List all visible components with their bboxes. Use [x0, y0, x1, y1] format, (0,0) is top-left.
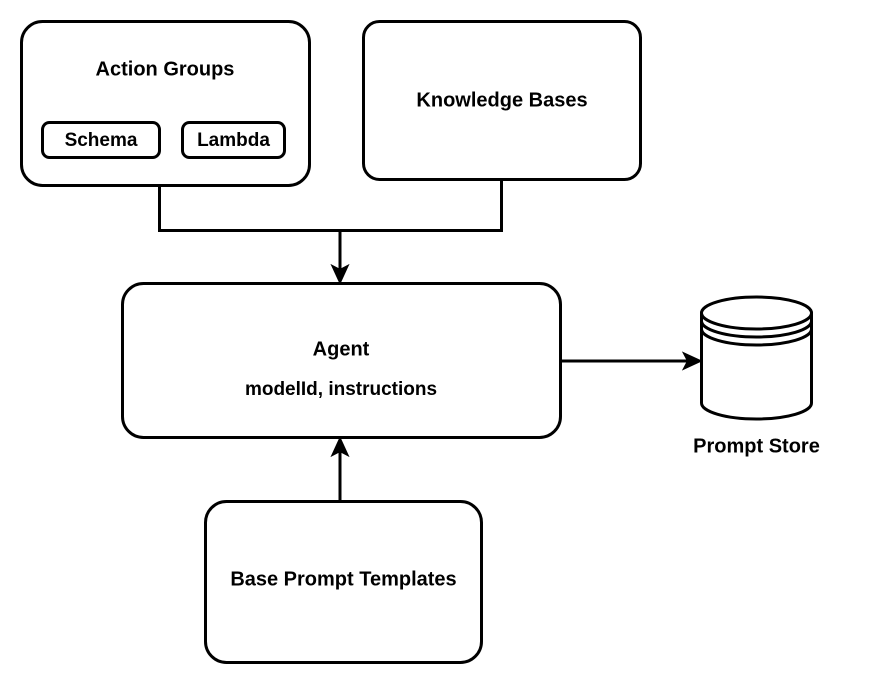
node-lambda[interactable]: Lambda	[181, 121, 286, 159]
lambda-label: Lambda	[197, 130, 270, 151]
node-base-prompt-templates[interactable]: Base Prompt Templates	[204, 500, 483, 664]
edge-action-groups-to-agent	[158, 186, 340, 232]
edge-agent-to-prompt-store	[561, 351, 703, 371]
node-knowledge-bases[interactable]: Knowledge Bases	[362, 20, 642, 181]
node-prompt-store[interactable]: Prompt Store	[693, 295, 820, 457]
action-groups-box[interactable]	[20, 20, 311, 187]
node-schema[interactable]: Schema	[41, 121, 161, 159]
lambda-pill-box[interactable]	[181, 121, 286, 159]
node-agent[interactable]: Agent modelId, instructions	[121, 282, 562, 439]
knowledge-bases-box[interactable]	[362, 20, 642, 181]
base-prompt-templates-box[interactable]	[204, 500, 483, 664]
edge-merge-stem-to-agent	[330, 230, 350, 285]
schema-label: Schema	[65, 130, 138, 151]
base-prompt-templates-label: Base Prompt Templates	[230, 568, 456, 590]
node-action-groups[interactable]: Action Groups Schema Lambda	[20, 20, 311, 187]
prompt-store-ring-upper	[700, 320, 813, 339]
prompt-store-cylinder-body[interactable]	[700, 311, 813, 421]
edge-base-prompt-templates-to-agent	[330, 436, 350, 501]
agent-label: Agent	[313, 338, 370, 360]
agent-sublabel: modelId, instructions	[245, 379, 437, 400]
prompt-store-cylinder-top	[700, 295, 813, 331]
action-groups-label: Action Groups	[96, 58, 235, 80]
edge-knowledge-bases-to-agent	[340, 180, 503, 232]
knowledge-bases-label: Knowledge Bases	[416, 89, 587, 111]
schema-pill-box[interactable]	[41, 121, 161, 159]
prompt-store-ring-lower	[700, 328, 813, 347]
agent-box[interactable]	[121, 282, 562, 439]
prompt-store-label: Prompt Store	[693, 435, 820, 457]
